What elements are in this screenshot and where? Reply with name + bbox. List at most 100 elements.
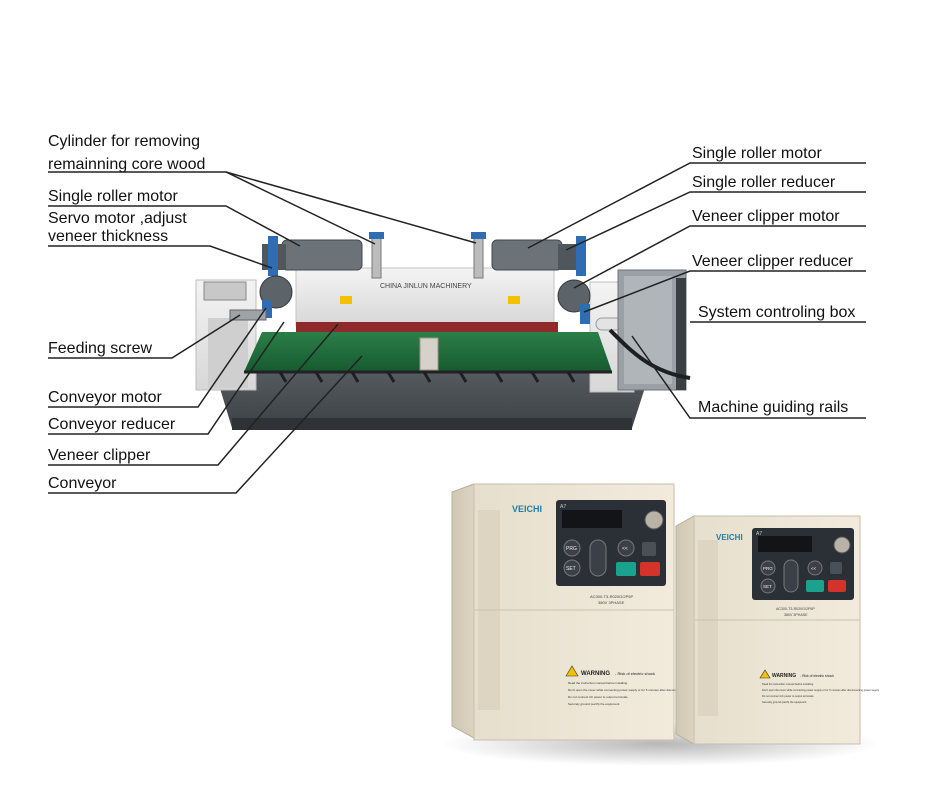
leader-conveyor <box>48 355 363 494</box>
leader-veneer-clipper <box>48 323 339 466</box>
inverter-group: VEICHI A7 PRG SET << AC300-T3-R020G/2P5P… <box>440 483 880 766</box>
inverter-large-warning-title: WARNING <box>581 671 610 677</box>
guiding-rail-cable <box>608 328 691 380</box>
inverter-large-warning-line-3: Do not connect AC power to output termin… <box>568 695 629 699</box>
leader-single-roller-motor-right <box>527 162 866 249</box>
label-single-roller-reducer: Single roller reducer <box>692 174 836 191</box>
inverter-small-rating-2: 380V 3PHASE <box>784 613 808 617</box>
machine-base <box>215 372 650 428</box>
inverter-small-set-label: SET <box>763 584 772 589</box>
inverter-large-rating-1: AC300-T3-R020G/2P5P <box>590 594 633 599</box>
single-roller-motor-left-body <box>281 239 363 271</box>
inverter-large-warning-line-2: Don't open the cover while connecting po… <box>568 688 704 692</box>
inverter-large-set-label: SET <box>566 566 576 572</box>
inverter-large-display <box>562 510 622 528</box>
veneer-clipper-reducer-blue <box>580 304 590 324</box>
leader-machine-guiding-rails <box>631 335 866 419</box>
servo-motor-left-blue <box>262 300 272 318</box>
inverter-large: VEICHI A7 PRG SET << AC300-T3-R020G/2P5P… <box>451 483 704 741</box>
inverter-small-warning-line-3: Do not connect AC power to output termin… <box>762 694 814 698</box>
inverter-large-shift-key[interactable] <box>617 539 635 557</box>
cylinder-post-left <box>371 235 382 279</box>
leader-veneer-clipper-reducer <box>583 270 866 313</box>
label-servo-motor-line2: veneer thickness <box>48 228 169 245</box>
inverter-small: VEICHI A7 PRG SET << AC300-T3-R020G/2P5P… <box>675 515 880 745</box>
inverter-small-keypad: PRG SET << <box>760 559 846 594</box>
inverter-large-brand: VEICHI <box>512 504 542 514</box>
leader-single-roller-motor-left <box>48 205 301 247</box>
left-aux-unit <box>203 281 247 301</box>
system-control-box-edge <box>676 278 686 390</box>
inverter-small-prg-key[interactable] <box>760 560 776 576</box>
leader-cylinder-b <box>225 171 477 244</box>
cylinder-cap-right <box>471 232 486 239</box>
inverter-large-warning-sub: - Risk of electric shock <box>615 671 655 676</box>
inverter-large-set-key[interactable] <box>563 559 581 577</box>
inverter-large-side <box>451 483 475 739</box>
inverter-small-warning: WARNING - Risk of electric shock Read th… <box>759 669 880 704</box>
leader-single-roller-reducer <box>565 191 866 251</box>
leader-feeding-screw <box>48 314 241 359</box>
leader-conveyor-motor <box>48 307 267 408</box>
inverter-large-run-key[interactable] <box>616 562 636 576</box>
inverter-large-keypad: PRG SET << <box>563 539 660 577</box>
base-skirt <box>232 418 632 430</box>
label-feeding-screw: Feeding screw <box>48 340 153 357</box>
label-system-controling-box: System controling box <box>698 304 856 321</box>
leader-lines <box>48 162 866 494</box>
warning-triangle-icon <box>565 665 579 677</box>
inverter-large-stop-key[interactable] <box>640 562 660 576</box>
label-veneer-clipper: Veneer clipper <box>48 447 151 464</box>
machine-banner-text: CHINA JINLUN MACHINERY <box>380 283 472 290</box>
inverter-large-prg-label: PRG <box>566 546 577 552</box>
inverter-small-warning-line-2: Don't open the cover while connecting po… <box>762 688 880 692</box>
label-single-roller-motor-left: Single roller motor <box>48 188 178 205</box>
inverter-small-knob[interactable] <box>833 536 851 554</box>
inverter-small-model-tag: A7 <box>756 531 762 537</box>
label-veneer-clipper-motor: Veneer clipper motor <box>692 208 840 225</box>
inverter-small-warning-title: WARNING <box>772 673 796 679</box>
inverter-large-jog-key[interactable] <box>642 542 656 556</box>
inverter-large-updown-key[interactable] <box>589 539 607 577</box>
label-single-roller-motor-right: Single roller motor <box>692 145 822 162</box>
warning-triangle-icon <box>759 669 771 679</box>
single-roller-motor-right-mount <box>576 236 586 276</box>
veneer-clipper-teeth <box>278 371 576 383</box>
inverter-large-knob[interactable] <box>644 510 664 530</box>
inverter-large-model-tag: A7 <box>560 504 566 510</box>
leader-veneer-clipper-motor <box>573 225 866 289</box>
inverter-small-fins <box>698 540 718 716</box>
knife-beam <box>296 322 558 332</box>
inverter-small-jog-key[interactable] <box>830 562 842 574</box>
inverter-small-updown-key[interactable] <box>783 559 799 593</box>
inverter-small-warning-sub: - Risk of electric shock <box>800 674 834 678</box>
inverter-large-rating-2: 380V 3PHASE <box>598 600 625 605</box>
inverter-large-prg-key[interactable] <box>563 539 581 557</box>
rotary-lathe-machine: CHINA JINLUN MACHINERY <box>195 232 691 430</box>
label-conveyor: Conveyor <box>48 475 117 492</box>
inverter-small-stop-key[interactable] <box>828 580 846 592</box>
warning-sticker-left <box>340 296 352 304</box>
label-veneer-clipper-reducer: Veneer clipper reducer <box>692 253 853 270</box>
inverter-small-run-key[interactable] <box>806 580 824 592</box>
warning-sticker-right <box>508 296 520 304</box>
inverter-small-set-key[interactable] <box>760 578 776 594</box>
inverter-large-shift-label: << <box>622 546 628 552</box>
single-roller-motor-right-body <box>491 239 563 271</box>
label-cylinder-line1: Cylinder for removing <box>48 133 201 150</box>
inverter-large-warning: WARNING - Risk of electric shock Read th… <box>565 665 704 706</box>
system-control-box-door <box>624 276 672 384</box>
label-servo-motor-line1: Servo motor ,adjust <box>48 210 187 227</box>
single-roller-motor-left-mount <box>268 236 278 276</box>
feeding-screw-rod <box>229 309 267 321</box>
inverter-small-shift-key[interactable] <box>807 560 823 576</box>
label-conveyor-motor: Conveyor motor <box>48 389 162 406</box>
inverter-small-shift-label: << <box>811 566 817 571</box>
inverter-small-prg-label: PRG <box>763 566 773 571</box>
leader-servo-motor <box>48 245 273 269</box>
leader-conveyor-reducer <box>48 321 285 435</box>
label-cylinder-line2: remainning core wood <box>48 156 206 173</box>
inverter-small-warning-line-1: Read the instruction manual before insta… <box>762 682 814 686</box>
label-conveyor-reducer: Conveyor reducer <box>48 416 176 433</box>
